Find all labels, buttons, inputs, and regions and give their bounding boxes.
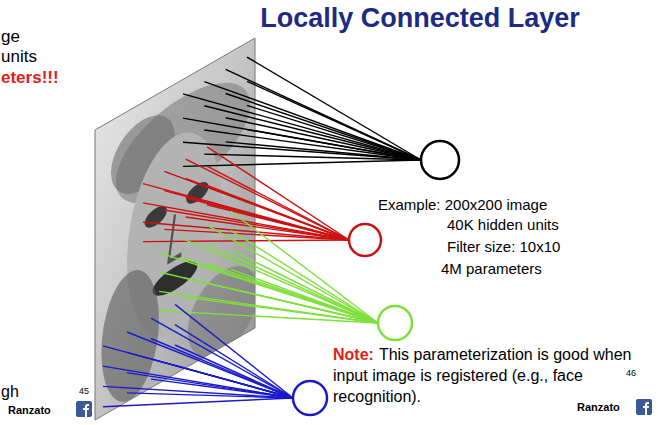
nose	[169, 211, 182, 262]
connection-line	[175, 304, 293, 398]
connection-line	[103, 398, 293, 407]
cut-text: ge	[1, 27, 20, 47]
note-block: Note:This parameterization is good when …	[333, 344, 641, 407]
connection-line	[186, 217, 349, 240]
author-name: Ranzato	[8, 404, 51, 417]
connection-line	[183, 160, 421, 166]
connection-line	[231, 250, 378, 323]
connection-line	[151, 339, 293, 399]
cut-text: units	[1, 47, 37, 67]
hidden-unit	[421, 141, 459, 179]
connection-line	[183, 239, 378, 323]
example-line: Filter size: 10x10	[447, 238, 560, 255]
icon-glyph	[643, 402, 649, 415]
shadow	[101, 256, 159, 417]
connection-line	[127, 352, 293, 398]
connection-line	[151, 318, 293, 398]
connection-line	[247, 57, 421, 160]
connection-line	[183, 94, 421, 160]
connection-line	[151, 359, 293, 398]
slide-title: Locally Connected Layer	[1, 3, 658, 34]
author-name: Ranzato	[577, 401, 620, 414]
icon-ground	[76, 401, 92, 417]
note-label: Note:	[333, 346, 374, 363]
connection-line	[186, 159, 349, 240]
connection-line	[127, 332, 293, 398]
connection-line	[127, 393, 293, 398]
icon-glyph	[83, 404, 89, 417]
page-number: 46	[626, 368, 636, 378]
connection-line	[207, 147, 349, 240]
connection-line	[247, 81, 421, 160]
connection-line	[175, 345, 293, 398]
cut-text: eters!!!	[1, 68, 59, 88]
connection-line	[204, 106, 421, 160]
facebook-icon	[636, 399, 652, 415]
connection-line	[127, 373, 293, 398]
example-line: 4M parameters	[441, 260, 542, 277]
connection-line	[207, 205, 349, 240]
connection-line	[143, 184, 349, 240]
example-line: Example: 200x200 image	[378, 196, 547, 213]
connection-line	[143, 203, 349, 240]
facebook-icon	[76, 401, 92, 417]
connection-line	[231, 269, 378, 323]
connection-line	[103, 346, 293, 398]
connection-bundles	[103, 57, 421, 407]
connection-line	[247, 105, 421, 160]
connection-line	[175, 365, 293, 398]
hidden-unit	[378, 306, 412, 340]
example-line: 40K hidden units	[447, 216, 559, 233]
connection-line	[226, 69, 421, 160]
connection-line	[103, 386, 293, 398]
connection-line	[226, 118, 421, 160]
connection-line	[207, 166, 349, 240]
page-number: 45	[79, 386, 89, 396]
connection-line	[186, 198, 349, 240]
connection-line	[164, 171, 349, 240]
connection-line	[247, 130, 421, 160]
connection-line	[204, 82, 421, 160]
connection-line	[226, 94, 421, 160]
connection-line	[207, 264, 378, 323]
hidden-unit	[293, 381, 327, 415]
connection-line	[175, 325, 293, 398]
cut-text: gh	[1, 383, 19, 401]
icon-ground	[636, 399, 652, 415]
connection-line	[207, 244, 378, 323]
connection-line	[186, 178, 349, 240]
connection-line	[159, 253, 378, 323]
connection-line	[164, 191, 349, 240]
note-text: This parameterization is good when input…	[333, 346, 631, 405]
connection-line	[207, 185, 349, 240]
hidden-unit	[349, 224, 381, 256]
